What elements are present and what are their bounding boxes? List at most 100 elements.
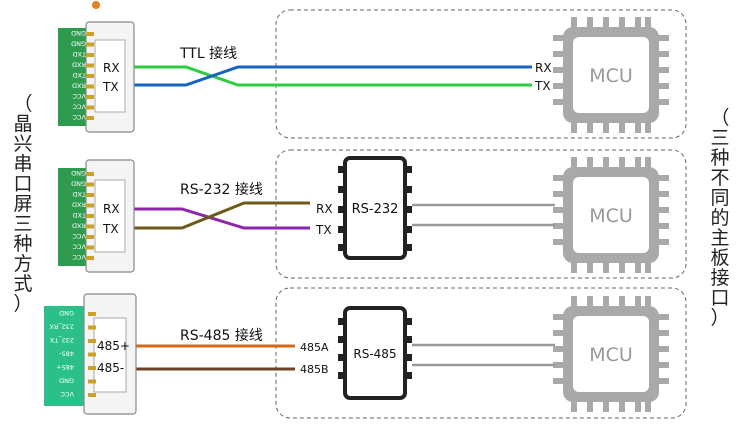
rs485-chip-label: RS-485	[353, 347, 396, 361]
rs232-chip-pin-tx: TX	[315, 223, 332, 237]
connector-pin-label: RXD	[72, 61, 86, 69]
vertical-char: 主	[710, 227, 730, 249]
connector-pin	[86, 172, 94, 176]
connector-pin-label: TXD	[73, 71, 87, 79]
connector-pin	[86, 32, 94, 36]
vertical-char: 接	[710, 267, 730, 289]
ttl-screen-pin-tx: TX	[102, 80, 119, 94]
connector-pin	[88, 325, 96, 330]
connector-pin-label: GND	[71, 40, 86, 48]
rs232-screen-connector: GND GND TXD RXD TXD RXD VCC VCC VCC	[58, 159, 135, 273]
vertical-char: 同	[710, 187, 730, 209]
connector-pin	[88, 312, 96, 316]
connector-pin	[86, 116, 94, 120]
ttl-mcu-pin-rx: RX	[535, 61, 552, 75]
mcu-chip-rs232: MCU	[553, 157, 669, 273]
rs232-chip: RS-232	[338, 156, 412, 260]
connector-pin-label: 232_TX	[49, 336, 74, 344]
rs485-chip-pin-b: 485B	[300, 363, 329, 376]
vertical-char: 种	[13, 233, 33, 255]
connector-pin	[86, 245, 94, 250]
mcu-chip-ttl: MCU	[553, 17, 669, 133]
vertical-char: 口	[710, 287, 730, 309]
connector-pin-label: VCC	[72, 232, 86, 240]
connector-pin	[88, 393, 96, 397]
connector-pin-label: GND	[71, 180, 86, 188]
ttl-wire-label: TTL 接线	[179, 45, 237, 62]
rs232-screen-pin-rx: RX	[103, 202, 120, 216]
rs485-board-box	[275, 287, 687, 419]
rs485-wire-label: RS-485 接线	[180, 327, 263, 344]
rs232-wire-purple	[132, 207, 310, 230]
vertical-char: （	[13, 93, 33, 115]
rs232-screen-pin-tx: TX	[102, 222, 119, 236]
ttl-screen-pin-rx: RX	[103, 61, 120, 75]
connector-pin-label: GND	[59, 377, 74, 385]
connector-pin	[86, 42, 94, 47]
rs485-screen-pin-plus: 485+	[97, 339, 130, 353]
connector-pin-label: RXD	[72, 201, 86, 209]
connector-pin	[86, 224, 94, 229]
connector-pin	[86, 182, 94, 187]
ttl-board-box	[275, 9, 687, 139]
rs232-chip-label: RS-232	[352, 202, 399, 217]
rs485-chip-pin-a: 485A	[300, 341, 329, 354]
vertical-char: 串	[13, 153, 33, 175]
connector-pin-label: TXD	[73, 190, 87, 198]
vertical-char: 种	[710, 147, 730, 169]
vertical-char: 方	[13, 253, 33, 275]
connector-pin-label: 485+	[56, 363, 74, 371]
rs232-wire-label: RS-232 接线	[180, 181, 263, 198]
vertical-char: 的	[710, 207, 730, 229]
rs485-chip: RS-485	[338, 306, 412, 400]
connector-pin-label: VCC	[72, 253, 86, 261]
mcu-label-rs485: MCU	[589, 344, 633, 366]
connector-pin	[88, 352, 96, 357]
vertical-char: 三	[13, 213, 33, 235]
connector-pin	[88, 339, 96, 343]
rs485-screen-pin-minus: 485-	[97, 361, 124, 375]
vertical-char: （	[710, 107, 730, 129]
connector-pin-label: GND	[71, 169, 86, 177]
vertical-char: 屏	[13, 193, 33, 215]
mcu-chip-rs485: MCU	[553, 296, 669, 412]
connector-pin-label: 485-	[59, 350, 74, 358]
connector-pin-label: RXD	[72, 82, 86, 90]
vertical-char: 兴	[13, 133, 33, 155]
rs232-chip-pin-rx: RX	[316, 202, 333, 216]
connector-pin	[86, 84, 94, 89]
vertical-char: 口	[13, 173, 33, 195]
connector-pin	[86, 105, 94, 110]
connector-pin-label: VCC	[72, 243, 86, 251]
vertical-char: 三	[710, 127, 730, 149]
connector-pin	[86, 235, 94, 239]
connector-pin	[88, 379, 96, 384]
connector-pin	[88, 366, 96, 370]
mcu-label-rs232: MCU	[589, 205, 633, 227]
connector-pin-label: TXD	[73, 50, 87, 58]
vertical-char: 晶	[13, 113, 33, 135]
connector-pin-label: GND	[59, 309, 74, 317]
vertical-char: ）	[710, 307, 730, 329]
connector-pin-label: VCC	[60, 390, 74, 398]
vertical-char: 板	[710, 247, 730, 269]
connector-pin	[86, 63, 94, 68]
connector-pin	[86, 193, 94, 197]
mcu-label-ttl: MCU	[589, 65, 633, 87]
connector-pin-label: VCC	[72, 92, 86, 100]
vertical-char: 式	[13, 273, 33, 295]
connector-pin-label: TXD	[73, 211, 87, 219]
ttl-mcu-pin-tx: TX	[534, 79, 551, 93]
connector-pin-label: RXD	[72, 222, 86, 230]
right-vertical-label: （三种不同的主板接口）	[707, 108, 733, 328]
connector-pin	[86, 256, 94, 260]
vertical-char: ）	[13, 293, 33, 315]
connector-pin-label: VCC	[72, 113, 86, 121]
connector-pin-label: 232_RX	[49, 323, 74, 331]
ttl-wire-blue	[132, 65, 532, 87]
left-vertical-label: （晶兴串口屏三种方式）	[10, 94, 36, 314]
connector-pin-label: VCC	[72, 103, 86, 111]
connector-pin	[86, 214, 94, 218]
connector-pin	[86, 53, 94, 57]
